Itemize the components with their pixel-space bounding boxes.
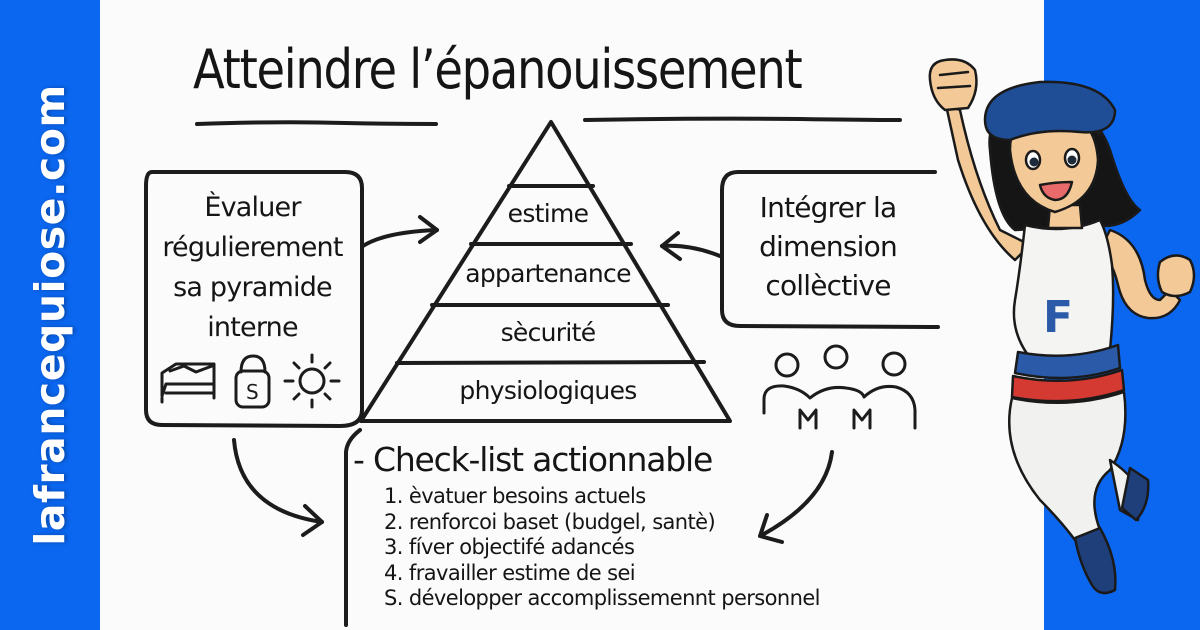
pyramid-tier-securite: sècurité (500, 318, 597, 347)
checklist-bracket (344, 428, 362, 627)
left-box-text: Èvaluer régulierement sa pyramide intern… (150, 188, 355, 348)
padlock-dollar-icon: S (234, 354, 271, 409)
right-box-line: Intégrer la (759, 191, 897, 224)
right-box-line: dimension (759, 230, 898, 263)
checklist-item: 2. renforcoi baset (budgel, santè) (384, 509, 716, 534)
checklist: 1. èvatuer besoins actuels 2. renforcoi … (384, 484, 820, 612)
left-box-line: Èvaluer (204, 192, 301, 223)
pyramid-tier-physiologiques: physiologiques (459, 376, 637, 405)
right-box-text: Intégrer la dimension collèctive (728, 188, 928, 305)
checklist-item: 3. fíver objectifé adancés (384, 535, 635, 559)
checklist-item: 4. fravailler estime de sei (384, 560, 636, 585)
checklist-title: - Check-list actionnable (353, 440, 713, 479)
bed-icon (160, 362, 216, 404)
right-box-line: collèctive (765, 269, 891, 302)
right-box-border (720, 170, 940, 329)
checklist-item: 1. èvatuer besoins actuels (384, 484, 646, 508)
arrow-to-pyramid-right (660, 243, 722, 258)
arrow-to-pyramid-left (361, 228, 439, 248)
arrow-to-checklist-right (760, 450, 834, 537)
mascot-illustration: F (928, 58, 1196, 595)
left-box-line: interne (207, 312, 298, 343)
sun-icon (283, 353, 341, 409)
title-underline-left (195, 120, 438, 126)
arrow-to-checklist-left (232, 438, 324, 524)
pyramid-tier-appartenance: appartenance (465, 259, 631, 288)
shirt-letter: F (1043, 292, 1073, 343)
left-box-line: sa pyramide (173, 272, 333, 303)
svg-text:S: S (246, 380, 259, 404)
left-box-border (144, 170, 364, 428)
whiteboard-canvas (100, 0, 1044, 630)
checklist-item: S. développer accomplissemennt personnel (384, 586, 820, 610)
left-brand-band: lafrancequiose.com (0, 0, 100, 630)
group-of-people-icon (762, 344, 917, 430)
pyramid (359, 120, 732, 423)
title-underline-right (583, 116, 902, 122)
left-box-line: régulierement (162, 232, 343, 263)
pyramid-tier-estime: estime (507, 199, 589, 228)
page-title: Atteindre l’épanouissement (193, 38, 803, 101)
